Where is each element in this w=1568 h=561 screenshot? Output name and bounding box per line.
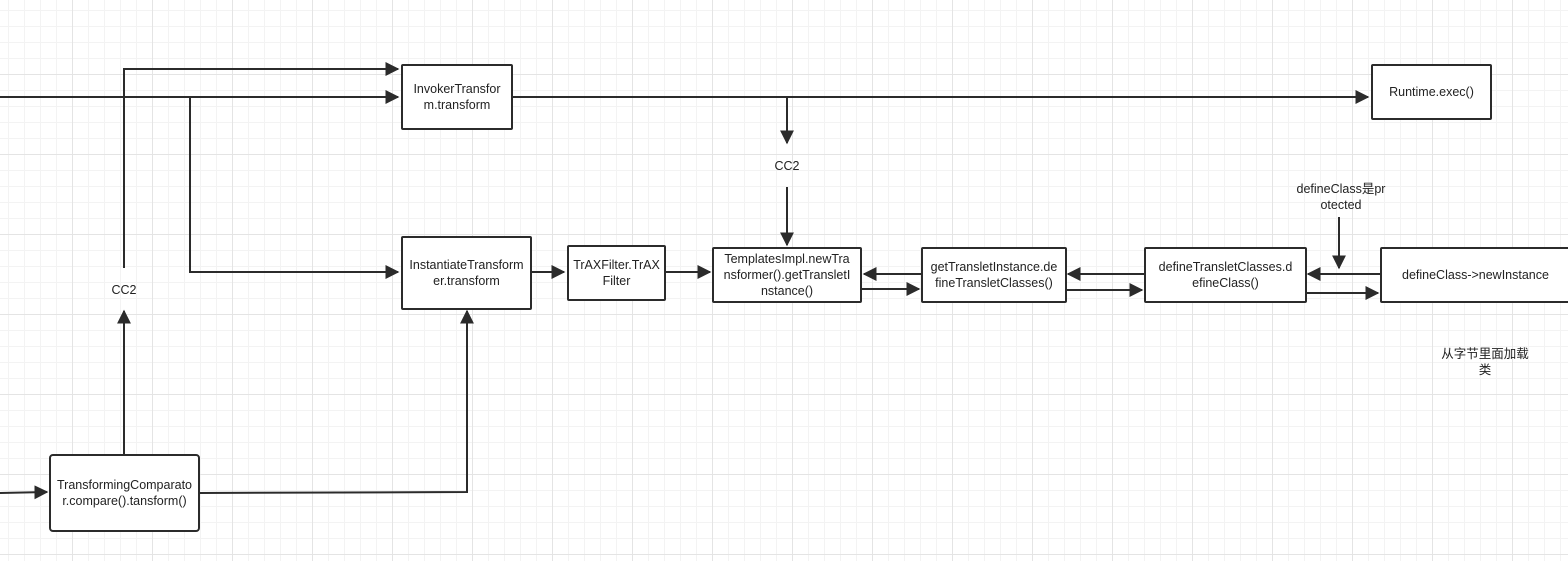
bytes-note-label: 从字节里面加载类 [1441,347,1529,377]
edge-left-to-comparator [0,485,49,500]
traxfilter-node[interactable]: TrAXFilter.TrAXFilter [567,245,666,301]
define-translet-classes-node[interactable]: defineTransletClasses.defineClass() [1144,247,1307,303]
edge-cc2-to-invoker [123,62,400,268]
templatesimpl-label: TemplatesImpl.newTransformer().getTransl… [723,252,851,298]
templatesimpl-node[interactable]: TemplatesImpl.newTransformer().getTransl… [712,247,862,303]
transforming-comparator-node[interactable]: TransformingComparator.compare().tansfor… [49,454,200,532]
define-translet-classes-label: defineTransletClasses.defineClass() [1158,260,1293,290]
cc2-top-label: CC2 [774,159,800,173]
protected-note-label: defineClass是protected [1296,182,1386,212]
edge-left-to-instantiate [189,97,400,279]
invoker-transform-label: InvokerTransform.transform [413,82,501,112]
traxfilter-label: TrAXFilter.TrAXFilter [573,258,660,288]
instantiate-transformer-label: InstantiateTransformer.transform [409,258,524,288]
get-translet-instance-label: getTransletInstance.defineTransletClasse… [930,260,1058,290]
edge-comparator-to-instantiate [198,309,474,494]
instantiate-transformer-node[interactable]: InstantiateTransformer.transform [401,236,532,310]
cc2-left-label: CC2 [111,283,137,297]
runtime-exec-node[interactable]: Runtime.exec() [1371,64,1492,120]
get-translet-instance-node[interactable]: getTransletInstance.defineTransletClasse… [921,247,1067,303]
invoker-transform-node[interactable]: InvokerTransform.transform [401,64,513,130]
define-class-newinstance-label: defineClass->newInstance [1402,268,1549,282]
transforming-comparator-label: TransformingComparator.compare().tansfor… [57,478,193,508]
runtime-exec-label: Runtime.exec() [1389,85,1474,99]
define-class-newinstance-node[interactable]: defineClass->newInstance [1380,247,1568,303]
